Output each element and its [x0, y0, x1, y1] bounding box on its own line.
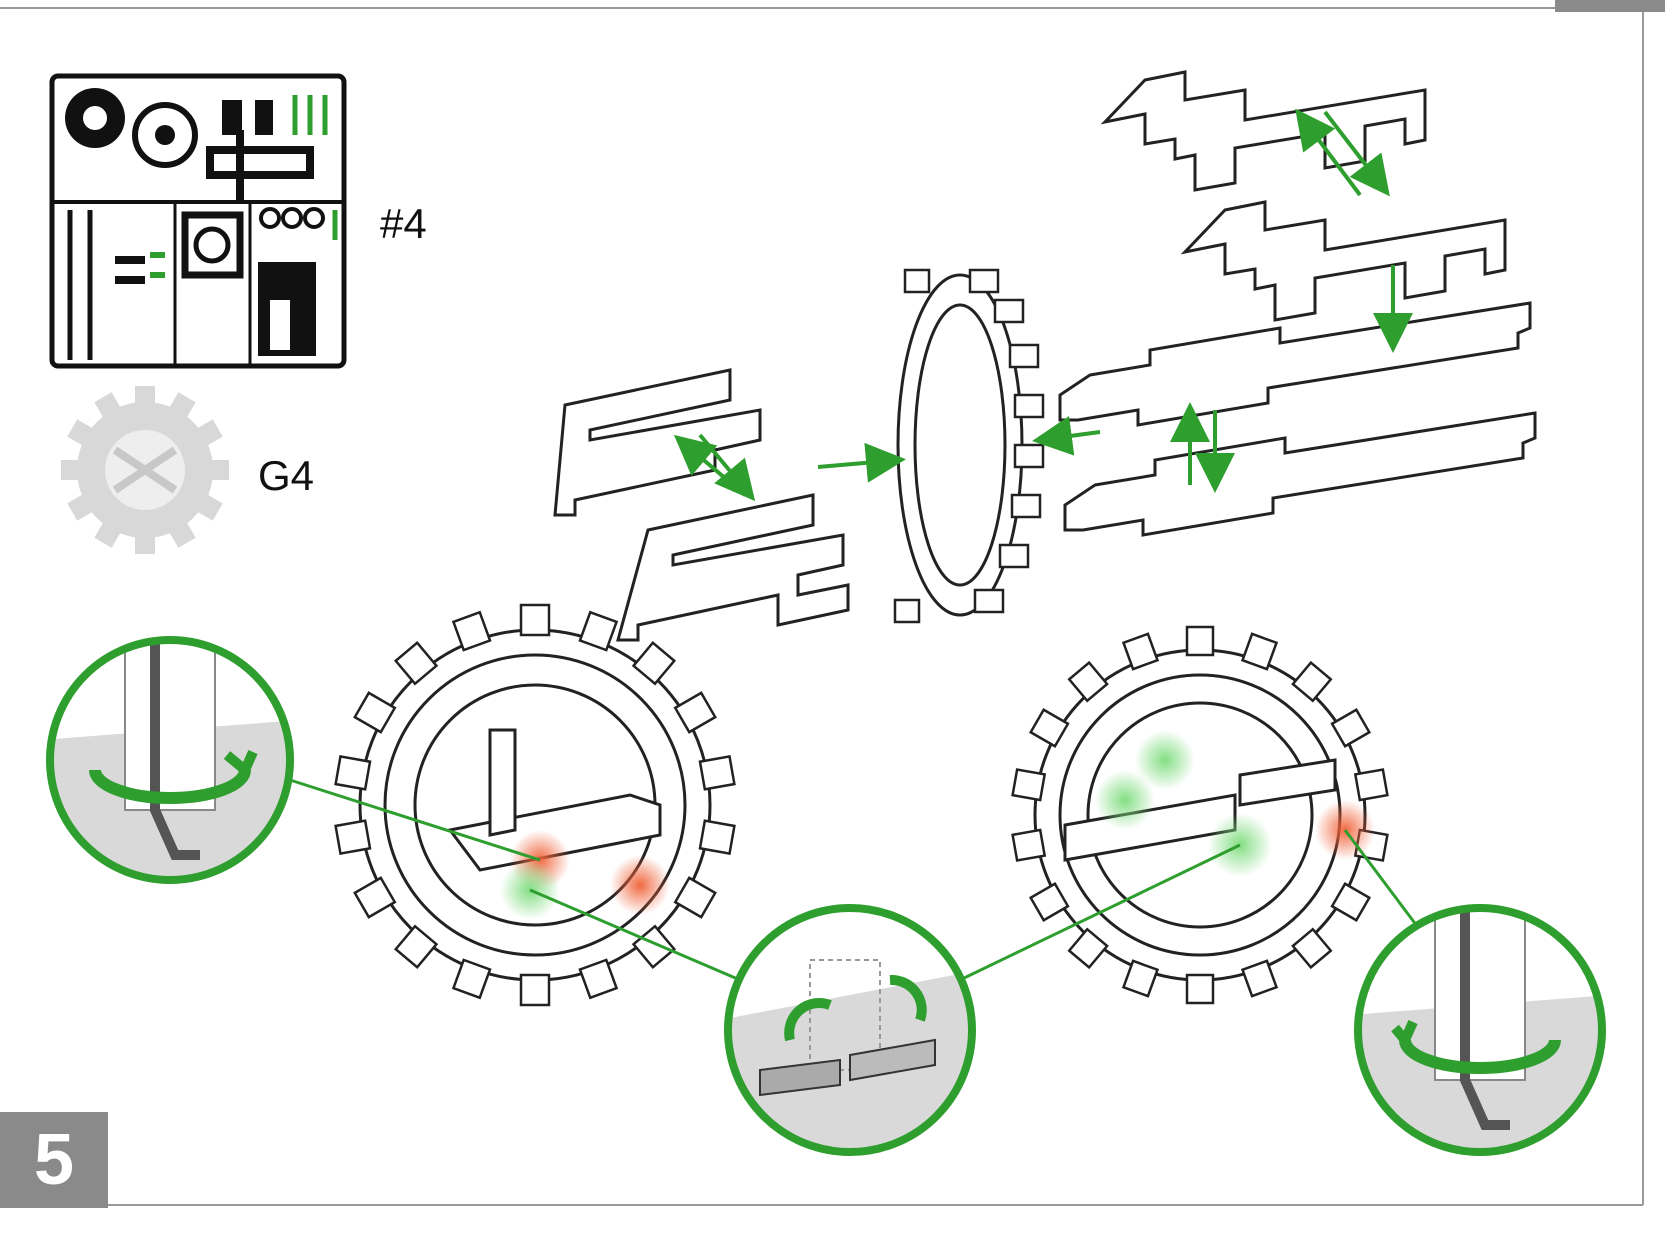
gear-g4-icon	[61, 386, 229, 554]
flat-bar-pair	[1058, 301, 1537, 537]
assembled-gear-right	[1011, 625, 1389, 1005]
detail-fold-tab-middle	[724, 904, 976, 1156]
sprue-sheet-thumbnail	[49, 73, 347, 369]
slotted-bar-upper	[1100, 70, 1507, 322]
hook-piece-pair	[553, 368, 850, 642]
assembled-gear-left	[334, 603, 736, 1007]
sprue-sheet-label: #4	[380, 200, 427, 247]
page-border	[0, 7, 1644, 1206]
detail-twist-tab-left	[46, 636, 294, 884]
part-label: G4	[258, 452, 315, 499]
callout-leaders	[289, 778, 1422, 982]
assembly-arrows	[673, 108, 1413, 502]
exploded-gear	[893, 268, 1045, 624]
step-number-badge: 5	[0, 1112, 108, 1208]
corner-tab	[1555, 0, 1665, 12]
detail-twist-tab-right	[1354, 904, 1606, 1156]
